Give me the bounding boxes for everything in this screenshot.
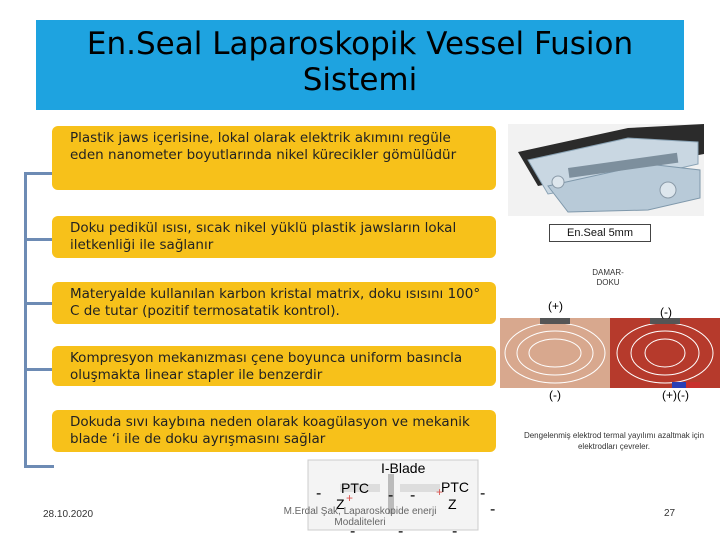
footer-date: 28.10.2020: [43, 509, 94, 520]
svg-text:-: -: [490, 501, 495, 518]
svg-text:-: -: [316, 485, 321, 502]
svg-text:-: -: [452, 523, 457, 540]
bullet-2: Doku pedikül ısısı, sıcak nikel yüklü pl…: [52, 216, 496, 258]
tree-connector-vertical: [24, 172, 27, 468]
svg-text:-: -: [350, 523, 355, 540]
footer-page-number: 27: [664, 508, 676, 519]
slide-title: En.Seal Laparoskopik Vessel Fusion Siste…: [36, 20, 684, 110]
tree-connector-3: [24, 302, 54, 305]
tree-connector-1: [24, 172, 54, 175]
polarity-bottom-right: (+)(-): [662, 388, 689, 402]
bullet-5: Dokuda sıvı kaybına neden olarak koagüla…: [52, 410, 496, 452]
footer-author: M.Erdal Şak, Laparoskopide enerji Modali…: [283, 506, 437, 528]
z-left-label: Z: [336, 496, 345, 512]
i-blade-diagram: - - - - - - - - + +: [307, 459, 495, 540]
svg-text:-: -: [388, 487, 393, 504]
device-jaw-image: [508, 124, 704, 216]
svg-text:+: +: [346, 491, 353, 505]
ptc-left-label: PTC: [341, 480, 369, 496]
bullet-4: Kompresyon mekanızması çene boyunca unif…: [52, 346, 496, 386]
thermal-field-figure: [500, 318, 720, 388]
polarity-top-left: (+): [548, 299, 563, 313]
svg-text:-: -: [410, 487, 415, 504]
ptc-right-label: PTC: [441, 479, 469, 495]
blade-label: I-Blade: [381, 460, 426, 476]
z-right-label: Z: [448, 496, 457, 512]
svg-text:-: -: [398, 523, 403, 540]
tree-connector-2: [24, 238, 54, 241]
bullet-1: Plastik jaws içerisine, lokal olarak ele…: [52, 126, 496, 190]
svg-text:-: -: [480, 485, 485, 502]
tree-connector-4: [24, 368, 54, 371]
bullet-3: Materyalde kullanılan karbon kristal mat…: [52, 282, 496, 324]
tree-connector-5: [24, 465, 54, 468]
polarity-bottom-left: (-): [549, 388, 561, 402]
polarity-top-right: (-): [660, 305, 672, 319]
figure-caption: Dengelenmiş elektrod termal yayılımı aza…: [523, 431, 705, 451]
svg-text:+: +: [436, 485, 443, 499]
device-label: En.Seal 5mm: [549, 224, 651, 242]
tissue-label: DAMAR-DOKU: [592, 268, 624, 287]
